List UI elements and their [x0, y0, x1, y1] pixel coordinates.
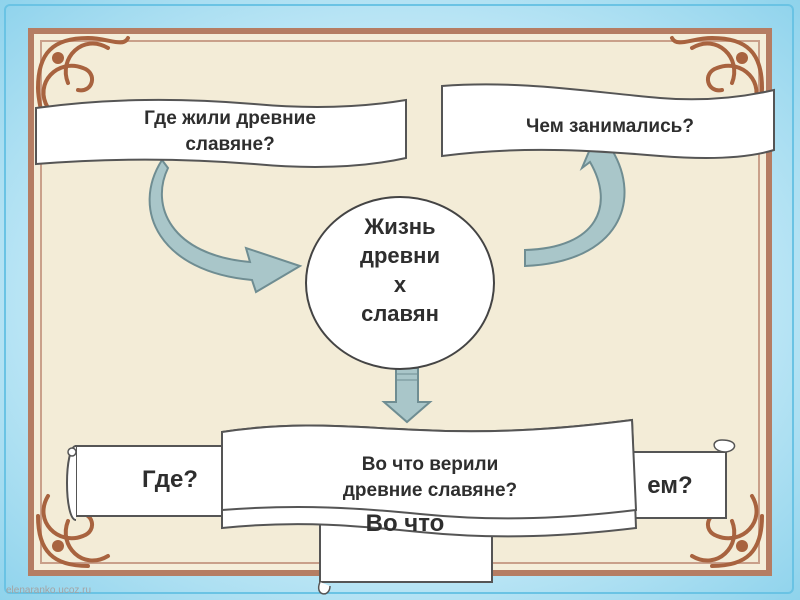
scroll-bottom-label: Во что	[365, 510, 445, 537]
scroll-right-label: ем?	[647, 472, 693, 499]
curved-arrow-right-icon	[524, 133, 626, 268]
center-circle	[305, 196, 495, 370]
curved-arrow-left-icon	[148, 158, 303, 294]
banner-right	[441, 83, 775, 159]
banner-left-label: Где жили древние славяне?	[144, 108, 316, 155]
ornament-bottom-left-icon	[36, 494, 110, 568]
watermark: elenaranko.ucoz.ru	[6, 585, 92, 596]
banner-bottom-label: Во что верили древние славяне?	[342, 454, 518, 501]
banner-left	[35, 98, 407, 168]
slide-frame-border	[4, 4, 794, 594]
banner-right-label: Чем занимались?	[526, 116, 694, 137]
center-label: Жизнь древни х славян	[360, 214, 440, 326]
scroll-left-label: Где?	[142, 466, 198, 493]
down-arrow-icon	[381, 367, 433, 424]
